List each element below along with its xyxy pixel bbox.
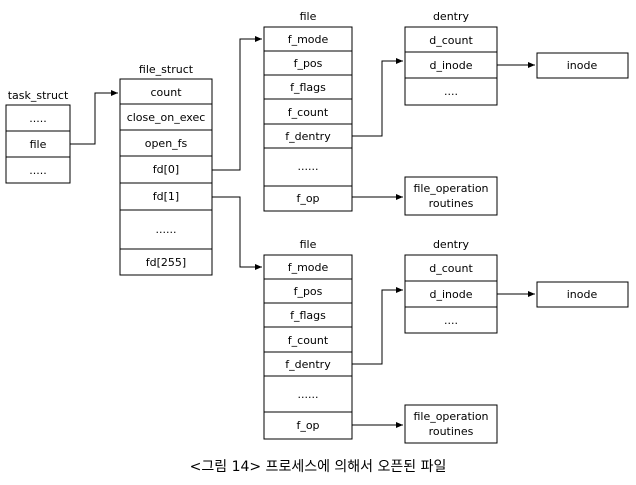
file-operation-box-top: file_operation routines [404,176,498,216]
task-struct-file-cell: file [30,138,47,151]
arrow-fd1-to-file-bottom [212,196,262,270]
file-struct-table: file_struct count close_on_exec open_fs … [119,63,213,276]
dentry-bottom-d-inode: d_inode [430,288,473,301]
file-struct-fd255: fd[255] [146,256,186,269]
dentry-top-d-inode: d_inode [430,59,473,72]
file-top-f-pos: f_pos [294,57,323,70]
task-struct-title: task_struct [8,89,69,102]
dentry-bottom-box [404,254,498,334]
arrow-fd0-to-file-top [212,36,262,171]
inode-top-label: inode [567,59,598,72]
file-struct-close-on-exec: close_on_exec [127,111,206,124]
file-bottom-f-op: f_op [296,419,319,432]
file-top-f-mode: f_mode [288,33,329,46]
file-table-bottom: file f_mode f_pos f_flags f_count f_dent… [263,238,353,440]
file-top-f-op: f_op [296,192,319,205]
file-struct-box [119,78,213,276]
file-struct-fd1: fd[1] [153,190,179,203]
dentry-top-d-count: d_count [429,34,473,47]
dentry-top-box [404,26,498,106]
file-bottom-f-dentry: f_dentry [285,358,331,371]
fop-bottom-line2: routines [429,425,474,438]
arrow-f-dentry-to-dentry-bottom [352,287,403,365]
file-bottom-title: file [300,238,317,251]
file-bottom-box [263,254,353,440]
file-table-top: file f_mode f_pos f_flags f_count f_dent… [263,10,353,212]
file-top-f-count: f_count [288,106,329,119]
task-struct-box [5,104,71,184]
file-bottom-ellipsis: ...... [298,388,319,401]
file-bottom-f-mode: f_mode [288,261,329,274]
file-top-ellipsis: ...... [298,160,319,173]
inode-box-top: inode [536,52,629,79]
fop-top-line2: routines [429,197,474,210]
file-struct-count: count [150,86,182,99]
file-top-f-dentry: f_dentry [285,130,331,143]
dentry-top-ellipsis: .... [444,85,458,98]
arrow-f-dentry-to-dentry-top [352,58,403,137]
file-top-title: file [300,10,317,23]
file-bottom-f-pos: f_pos [294,285,323,298]
figure-caption: <그림 14> 프로세스에 의해서 오픈된 파일 [190,459,447,475]
file-struct-open-fs: open_fs [145,137,188,150]
dentry-bottom-title: dentry [433,238,470,251]
file-operation-box-bottom: file_operation routines [404,404,498,444]
dentry-bottom-d-count: d_count [429,262,473,275]
task-struct-cell: ..... [29,164,46,177]
fop-bottom-line1: file_operation [413,410,488,423]
dentry-top-title: dentry [433,10,470,23]
task-struct-table: task_struct ..... file ..... [5,89,71,184]
file-bottom-f-flags: f_flags [290,309,326,322]
dentry-table-top: dentry d_count d_inode .... [404,10,498,106]
fop-top-line1: file_operation [413,182,488,195]
file-struct-fd0: fd[0] [153,163,179,176]
inode-box-bottom: inode [536,281,629,308]
file-top-box [263,26,353,212]
file-struct-title: file_struct [139,63,194,76]
dentry-bottom-ellipsis: .... [444,314,458,327]
arrow-task-file-to-file-struct [70,90,118,145]
dentry-table-bottom: dentry d_count d_inode .... [404,238,498,334]
task-struct-cell: ..... [29,112,46,125]
file-bottom-f-count: f_count [288,334,329,347]
file-top-f-flags: f_flags [290,81,326,94]
file-struct-ellipsis: ...... [156,223,177,236]
inode-bottom-label: inode [567,288,598,301]
